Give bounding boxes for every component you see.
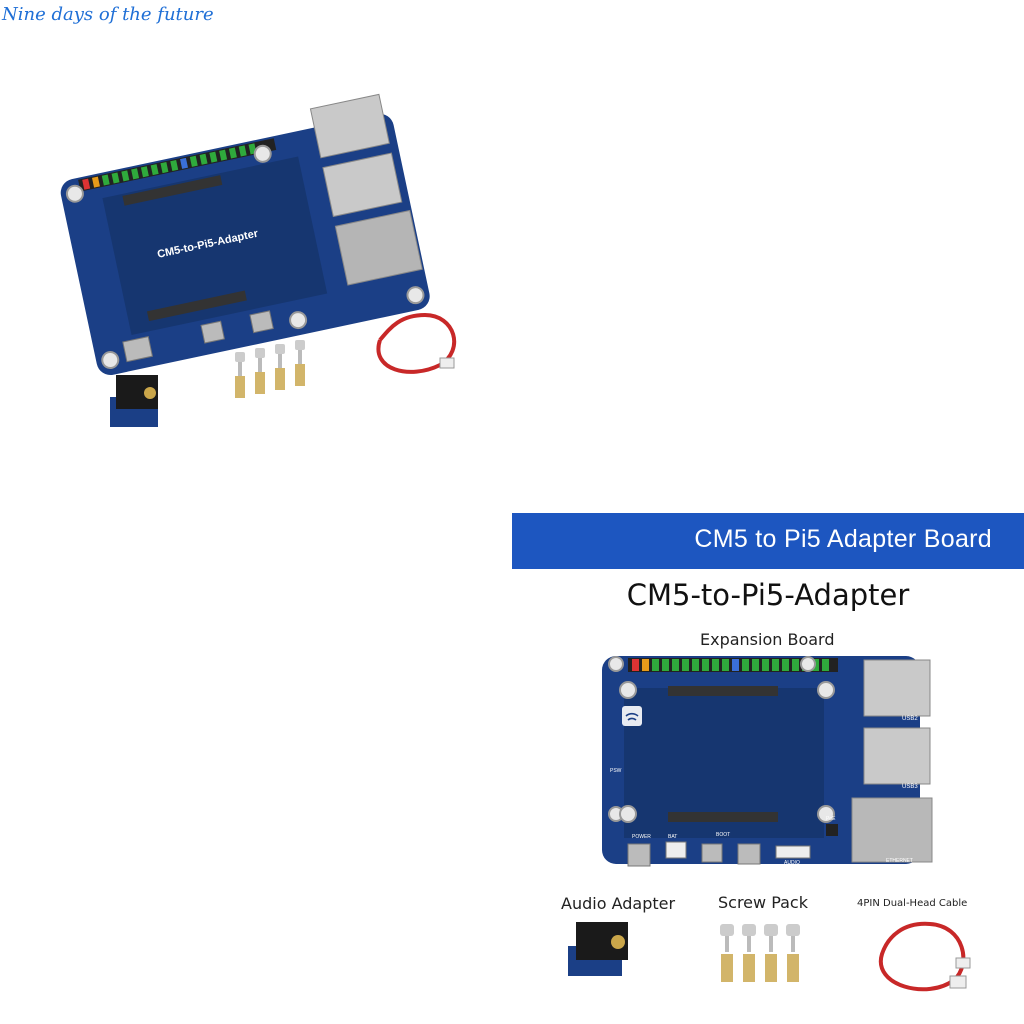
usb3-port (322, 152, 403, 218)
hdmi-port-2 (737, 843, 761, 865)
gpio-header (628, 658, 838, 672)
screw-pack-caption: Screw Pack (718, 893, 808, 912)
audio-adapter-caption: Audio Adapter (561, 894, 676, 913)
usb3-port (863, 727, 931, 785)
cm5-connector-top (122, 175, 223, 206)
cm5-connector-top (668, 686, 778, 696)
poe-header (826, 824, 838, 836)
banner-bar: CM5 to Pi5 Adapter Board (512, 513, 1024, 569)
audio-connector (775, 845, 811, 859)
bat-label: BAT (668, 834, 677, 840)
poe-label: PoE (826, 816, 836, 822)
audio-adapter-photo (110, 375, 158, 427)
banner-title: CM5 to Pi5 Adapter Board (694, 525, 992, 553)
ethernet-port (334, 209, 423, 286)
ethernet-label: ETHERNET (886, 858, 913, 864)
hdmi-port-2 (249, 310, 274, 334)
hdmi-port (200, 320, 225, 344)
cable-caption: 4PIN Dual-Head Cable (857, 898, 968, 909)
usb2-port (863, 659, 931, 717)
audio-label: AUDIO (784, 860, 800, 866)
wifi-icon (622, 706, 642, 726)
product-title: CM5-to-Pi5-Adapter (626, 578, 910, 612)
boot-label: BOOT (716, 832, 730, 838)
hdmi-port (701, 843, 723, 863)
product-photo-angled: CM5-to-Pi5-Adapter (60, 93, 457, 427)
usb3-label: USB3 (902, 784, 918, 790)
cable-photo (878, 921, 971, 992)
screw-pack-photo (720, 924, 800, 982)
psw-label: PSW (610, 768, 622, 774)
ethernet-port (851, 797, 933, 863)
usb2-port (309, 93, 390, 159)
power-port (122, 336, 153, 363)
watermark-text: Nine days of the future (2, 4, 214, 25)
product-photo-front: USB2 USB3 ETHERNET POWER BAT BOOT AUDIO … (602, 656, 933, 867)
audio-adapter-photo (568, 922, 628, 976)
usb2-label: USB2 (902, 716, 918, 722)
cm5-connector-bottom (146, 290, 247, 322)
cable-photo (376, 312, 457, 374)
battery-connector (665, 841, 687, 859)
gpio-header (78, 138, 277, 192)
cm5-connector-bottom (668, 812, 778, 822)
board-caption: Expansion Board (700, 630, 835, 649)
screw-pack-photo (235, 340, 305, 398)
power-port (627, 843, 651, 867)
power-label: POWER (632, 834, 651, 840)
